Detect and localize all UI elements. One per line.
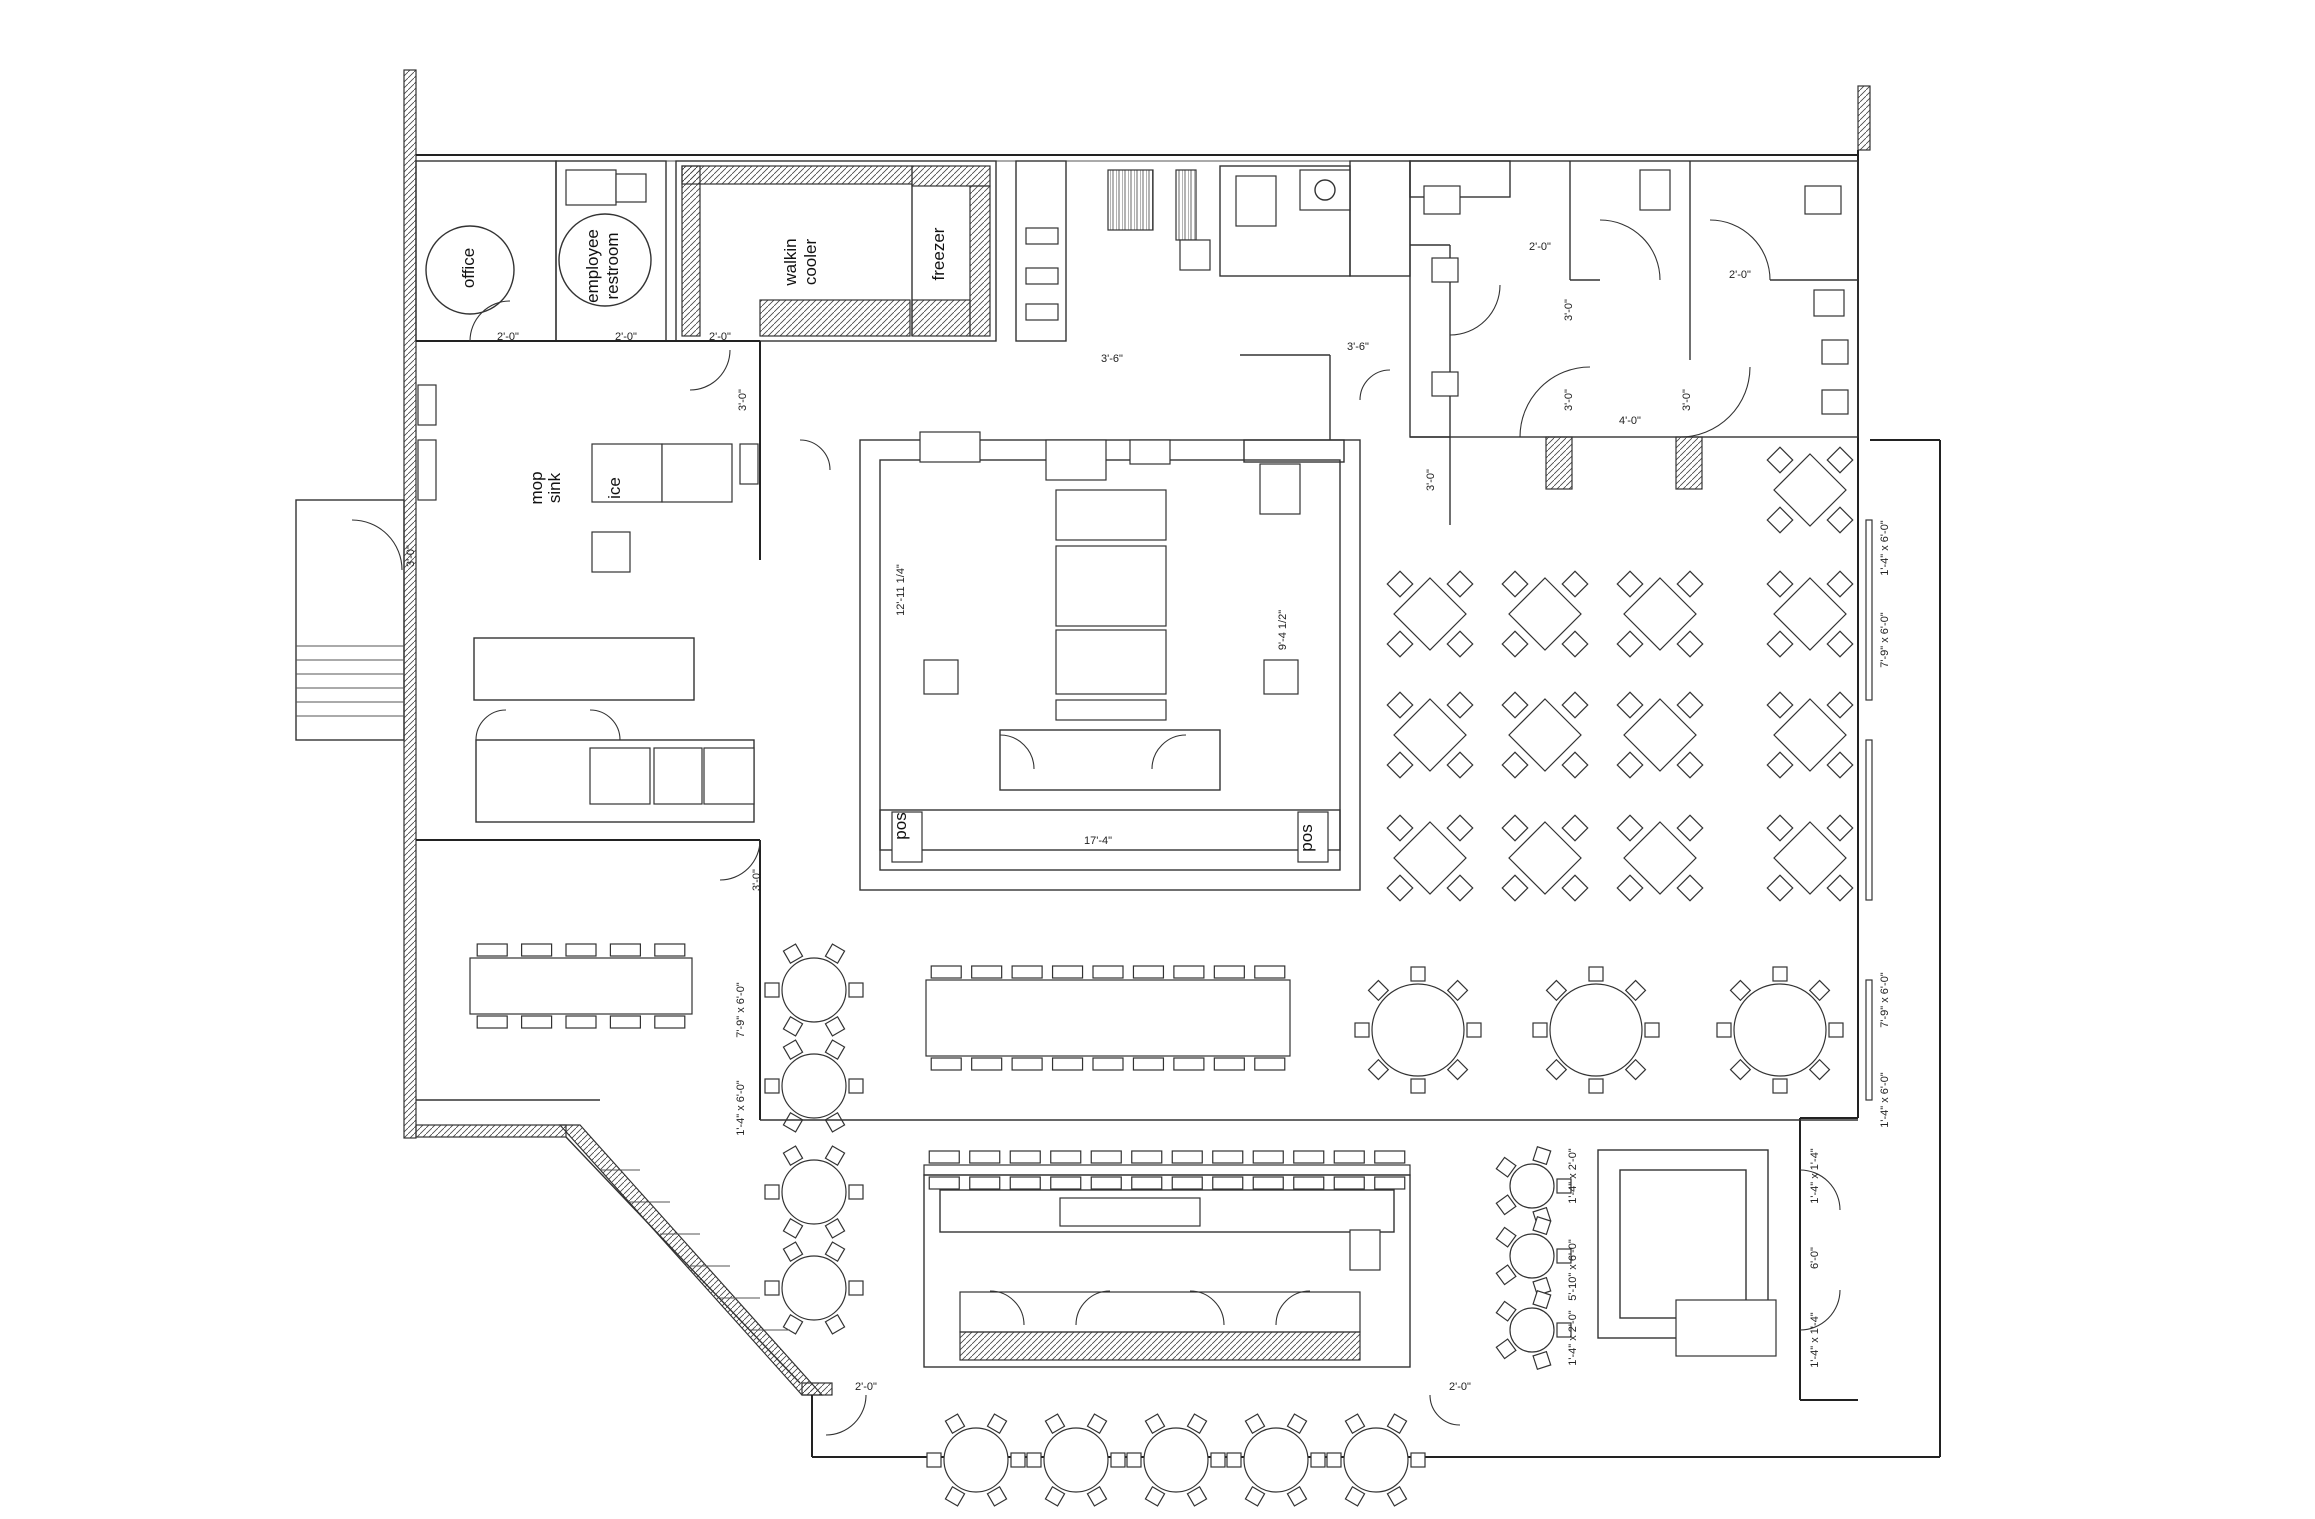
- dim-label: 3'-0": [737, 389, 749, 411]
- round-table: [764, 1145, 864, 1239]
- dim-label: 7'-9" x 6'-0": [735, 982, 747, 1038]
- round-table: [1126, 1413, 1226, 1507]
- dim-label: 2'-0": [1449, 1381, 1471, 1393]
- diamond-table: [1766, 570, 1854, 658]
- mop-sink-label-line2: sink: [545, 472, 564, 503]
- dim-label: 3'-0": [1563, 389, 1575, 411]
- dim-label: 3'-0": [1425, 469, 1437, 491]
- long-tables: [469, 943, 1411, 1190]
- round-table: [1226, 1413, 1326, 1507]
- round-table: [1354, 966, 1482, 1094]
- partitions: [416, 354, 1858, 1121]
- dim-label: 3'-0": [1563, 299, 1575, 321]
- diamond-table: [1766, 691, 1854, 779]
- diamond-table: [1501, 570, 1589, 658]
- pos-left-label: pos: [891, 812, 910, 839]
- dim-label: 1'-4" x 2'-0": [1567, 1148, 1579, 1204]
- diamond-table: [1766, 446, 1854, 534]
- dim-label: 2'-0": [1529, 241, 1551, 253]
- dim-label: 2'-0": [855, 1381, 877, 1393]
- dim-label: 2'-0": [615, 331, 637, 343]
- diamond-table: [1386, 691, 1474, 779]
- round-table: [1716, 966, 1844, 1094]
- office-label: office: [459, 248, 478, 288]
- diamond-table: [1501, 691, 1589, 779]
- long-table: [469, 943, 693, 1029]
- dim-label: 9'-4 1/2": [1277, 610, 1289, 650]
- round-table: [1532, 966, 1660, 1094]
- diamond-table: [1386, 570, 1474, 658]
- public-restrooms: [1409, 160, 1859, 490]
- dim-label: 3'-0": [1681, 389, 1693, 411]
- dim-label: 2'-0": [497, 331, 519, 343]
- round-table: [1495, 1215, 1572, 1297]
- dim-label: 12'-11 1/4": [895, 564, 907, 616]
- dim-label: 5'-10" x 6'-0": [1567, 1239, 1579, 1301]
- ice-label: ice: [605, 477, 624, 499]
- dim-label: 1'-4" x 2'-0": [1567, 1310, 1579, 1366]
- prep-area: [416, 340, 761, 823]
- door-swings: [351, 300, 1841, 1436]
- diamond-tables: [1386, 446, 1854, 902]
- round-table: [764, 1039, 864, 1133]
- dim-label: 6'-0": [1809, 1247, 1821, 1269]
- walkin-label-line2: cooler: [801, 239, 820, 286]
- long-table: [925, 965, 1291, 1071]
- dim-label: 1'-4" x 1'-4": [1809, 1312, 1821, 1368]
- diamond-table: [1616, 570, 1704, 658]
- bar: [923, 1174, 1411, 1368]
- round-table: [1026, 1413, 1126, 1507]
- dim-label: 4'-0": [1619, 415, 1641, 427]
- dim-label: 3'-0": [751, 869, 763, 891]
- dim-label: 3'-6": [1101, 353, 1123, 365]
- long-table: [923, 1150, 1411, 1190]
- round-table: [1495, 1289, 1572, 1371]
- dim-label: 1'-4" x 1'-4": [1809, 1148, 1821, 1204]
- dim-label: 1'-4" x 6'-0": [735, 1080, 747, 1136]
- dim-label: 2'-0": [1729, 269, 1751, 281]
- back-of-house: [415, 160, 1511, 342]
- diamond-table: [1386, 814, 1474, 902]
- diamond-table: [1501, 814, 1589, 902]
- dim-label: 3'-0": [405, 545, 417, 567]
- walkin-label-line1: walkin: [781, 238, 800, 286]
- diamond-table: [1616, 691, 1704, 779]
- mop-sink-label-line1: mop: [527, 471, 546, 504]
- windows-right: [1865, 519, 1873, 1101]
- employee-restroom-label-line2: restroom: [603, 232, 622, 299]
- stair-lower: [565, 1136, 801, 1384]
- round-table: [1326, 1413, 1426, 1507]
- central-kitchen: [859, 431, 1361, 891]
- diamond-table: [1616, 814, 1704, 902]
- pos-right-label: pos: [1297, 824, 1316, 851]
- round-table: [1495, 1145, 1572, 1227]
- dim-label: 2'-0": [709, 331, 731, 343]
- freezer-label: freezer: [929, 227, 948, 280]
- employee-restroom-label-line1: employee: [583, 229, 602, 303]
- dim-label: 17'-4": [1084, 835, 1112, 847]
- dim-label: 3'-6": [1347, 341, 1369, 353]
- host-area: [1597, 1117, 1858, 1401]
- round-tables: [764, 943, 1844, 1507]
- round-table: [764, 1241, 864, 1335]
- round-table: [926, 1413, 1026, 1507]
- dim-label: 1'-4" x 6'-0": [1879, 520, 1891, 576]
- dim-label: 7'-9" x 6'-0": [1879, 612, 1891, 668]
- dim-label: 7'-9" x 6'-0": [1879, 972, 1891, 1028]
- round-table: [764, 943, 864, 1037]
- diamond-table: [1766, 814, 1854, 902]
- dim-label: 1'-4" x 6'-0": [1879, 1072, 1891, 1128]
- entry-stairs: [295, 499, 405, 741]
